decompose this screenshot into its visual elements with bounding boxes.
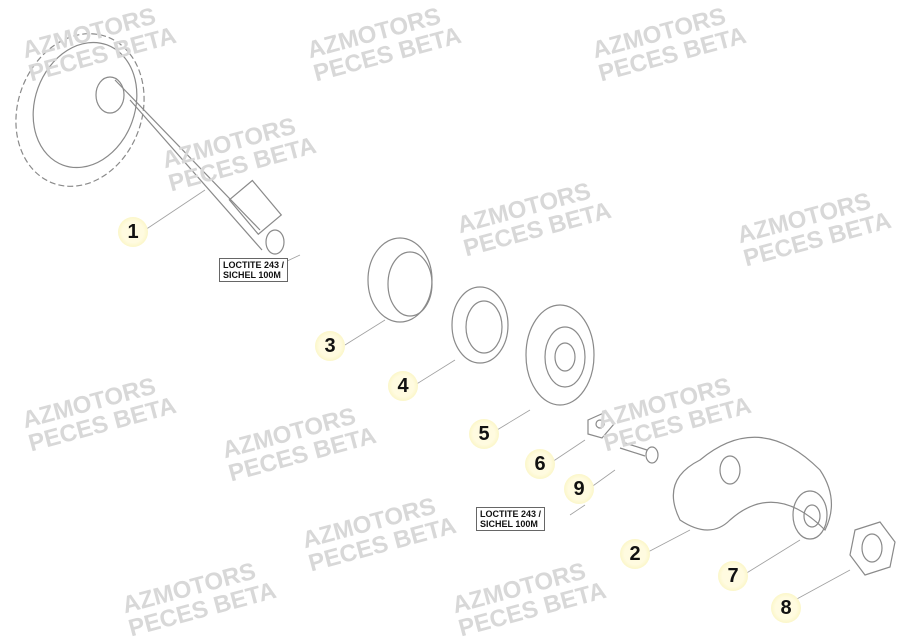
part-8-nut[interactable] xyxy=(849,521,896,576)
callout-3[interactable]: 3 xyxy=(315,331,345,361)
callout-9[interactable]: 9 xyxy=(564,474,594,504)
leader-lines xyxy=(144,189,851,601)
callout-6[interactable]: 6 xyxy=(525,449,555,479)
loctite-note: LOCTITE 243 /SICHEL 100M xyxy=(476,507,546,531)
part-7-washer[interactable] xyxy=(792,490,828,540)
loctite-note: LOCTITE 243 /SICHEL 100M xyxy=(219,258,289,282)
callout-1[interactable]: 1 xyxy=(118,217,148,247)
callout-5[interactable]: 5 xyxy=(469,419,499,449)
part-2-lever[interactable] xyxy=(672,436,833,532)
callout-8[interactable]: 8 xyxy=(771,593,801,623)
part-9-screw[interactable] xyxy=(619,441,659,464)
callout-4[interactable]: 4 xyxy=(388,371,418,401)
part-5-bearing[interactable] xyxy=(525,304,595,406)
part-1-gear-shaft[interactable] xyxy=(0,15,285,255)
callout-7[interactable]: 7 xyxy=(718,561,748,591)
callout-2[interactable]: 2 xyxy=(620,539,650,569)
part-6-washer[interactable] xyxy=(587,411,615,439)
part-4-seal[interactable] xyxy=(451,286,509,364)
part-3-bushing[interactable] xyxy=(367,237,433,323)
